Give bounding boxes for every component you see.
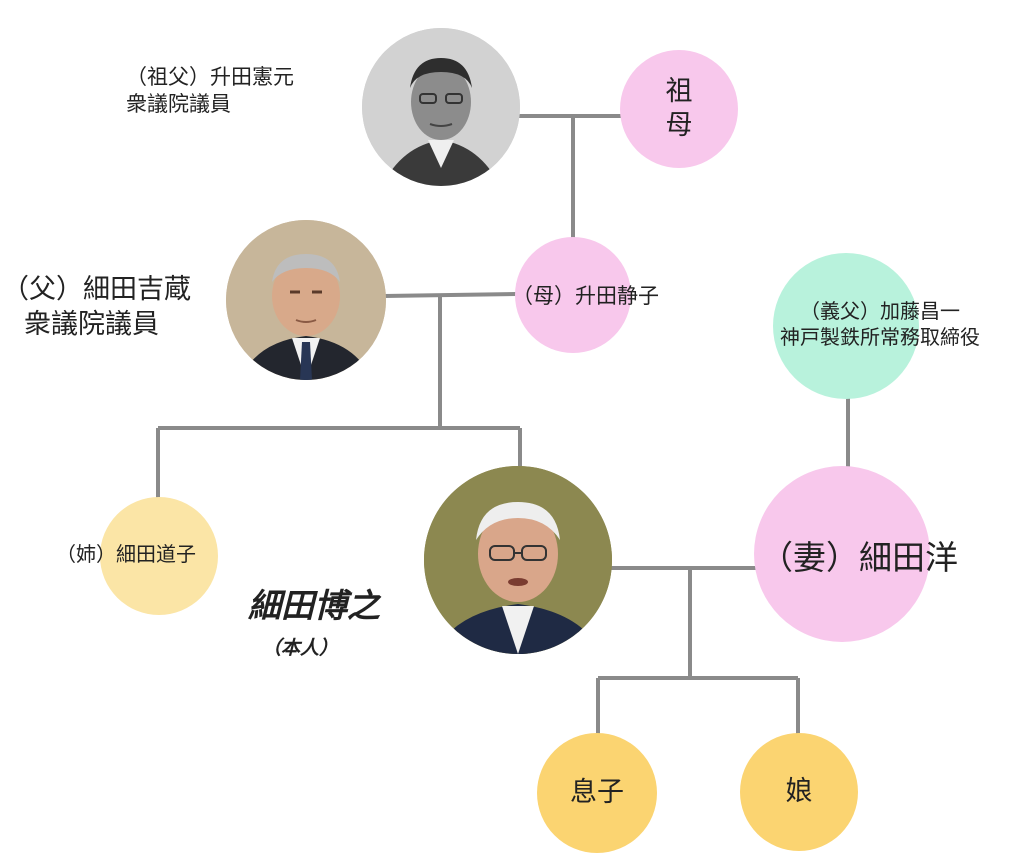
grandmother-label-line1: 祖	[665, 76, 693, 108]
father-in-law-label-line2: 神戸製鉄所常務取締役	[780, 325, 980, 349]
grandfather-label-line1: （祖父）升田憲元	[126, 65, 294, 89]
mother-node	[515, 237, 631, 353]
sister-node	[100, 497, 218, 615]
self-name: 細田博之	[248, 586, 380, 625]
self-portrait-icon	[424, 466, 612, 654]
wife-label: （妻）細田洋	[760, 538, 958, 577]
father-photo	[226, 220, 386, 380]
grandfather-portrait-icon	[362, 28, 520, 186]
father-label-line1: （父）細田吉蔵	[2, 274, 191, 305]
father-portrait-icon	[226, 220, 386, 380]
father-in-law-label: （義父）加藤昌一 神戸製鉄所常務取締役	[740, 298, 1020, 350]
grandfather-label-line2: 衆議院議員	[126, 92, 231, 117]
son-node: 息子	[537, 733, 657, 853]
father-label: （父）細田吉蔵 衆議院議員	[2, 272, 191, 342]
mother-label: （母）升田静子	[512, 284, 659, 308]
daughter-node: 娘	[740, 733, 858, 851]
daughter-label: 娘	[785, 776, 813, 808]
father-in-law-label-line1: （義父）加藤昌一	[800, 299, 960, 323]
sister-label: （姉）細田道子	[56, 542, 196, 566]
father-label-line2: 衆議院議員	[24, 309, 159, 341]
grandfather-label: （祖父）升田憲元 衆議院議員	[126, 64, 294, 119]
self-note: （本人）	[262, 637, 339, 659]
self-photo	[424, 466, 612, 654]
grandfather-photo	[362, 28, 520, 186]
father-in-law-node	[773, 253, 919, 399]
parents-connector	[383, 292, 517, 298]
wife-node	[754, 466, 930, 642]
grandmother-node: 祖 母	[620, 50, 738, 168]
grandmother-label-line2: 母	[665, 110, 693, 141]
son-label: 息子	[570, 777, 624, 809]
